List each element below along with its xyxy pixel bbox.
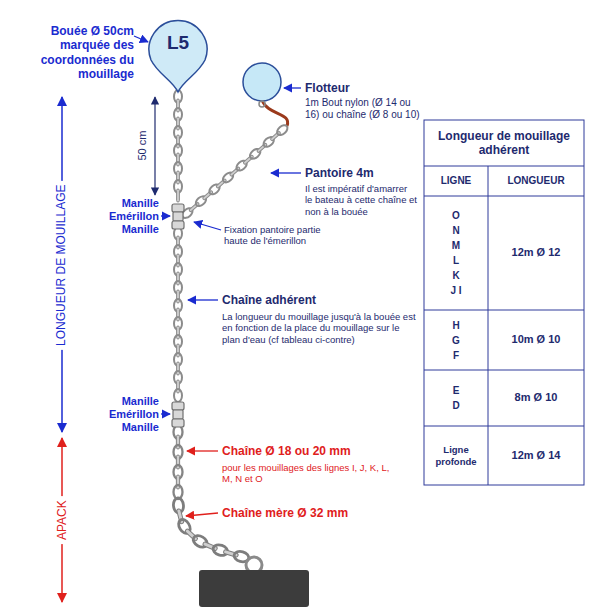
chain-callout: Chaîne adhérent xyxy=(222,293,316,307)
float-callout: Flotteur xyxy=(305,81,350,95)
table-cell: E D xyxy=(449,383,463,413)
pendant-note: Il est impératif d'amarrer le bateau à c… xyxy=(305,183,417,217)
chain-link xyxy=(177,135,180,148)
apack-label: APACK xyxy=(55,496,69,544)
chain-link xyxy=(189,202,200,212)
chain-link xyxy=(177,272,180,285)
table-cell: 12m Ø 12 xyxy=(510,246,562,259)
chain-link xyxy=(177,171,180,184)
table-cell: 8m Ø 10 xyxy=(510,391,562,404)
buoy: L5 xyxy=(146,14,210,94)
chain-link xyxy=(176,455,179,469)
buoy-label: L5 xyxy=(146,14,210,54)
float xyxy=(243,63,281,101)
pendant-callout: Pantoire 4m xyxy=(305,166,374,180)
chain-link xyxy=(275,123,289,137)
fixing-note: Fixation pantoire partie haute de l'émer… xyxy=(224,224,334,247)
chain-link xyxy=(177,99,180,112)
float-rope xyxy=(262,100,288,126)
buoy-callout: Bouée Ø 50cm marquée des coordonnées du … xyxy=(30,24,134,82)
chain-link xyxy=(174,389,182,402)
chain-link xyxy=(177,153,180,166)
chain-link xyxy=(177,290,180,303)
chain-link xyxy=(229,167,240,177)
chain-link xyxy=(176,435,179,449)
sinker-block xyxy=(199,570,309,607)
chain-link xyxy=(177,380,180,393)
chain-link xyxy=(176,475,179,489)
dimension-50cm xyxy=(154,97,155,195)
length-label: LONGUEUR DE MOUILLAGE xyxy=(55,180,69,349)
chain-link xyxy=(177,236,180,249)
chain-note: La longueur du mouillage jusqu'à la boué… xyxy=(222,311,418,345)
shackle-callout: Manille Emérillon Manille xyxy=(90,197,159,237)
table-header: LIGNE xyxy=(426,175,486,187)
chain-callout: Chaîne Ø 18 ou 20 mm xyxy=(222,444,351,458)
chain-link xyxy=(177,308,180,321)
float-ring xyxy=(259,101,265,107)
table-header: Longueur de mouillage adhérent xyxy=(428,129,580,158)
chain-link xyxy=(177,254,180,267)
buoy-outline xyxy=(146,14,210,94)
table-cell: 12m Ø 14 xyxy=(510,449,562,462)
shackle-callout: Manille Emérillon Manille xyxy=(90,395,159,435)
chain-link xyxy=(177,344,180,357)
shackle-swivel xyxy=(172,204,184,427)
chain-link xyxy=(202,190,213,200)
table-cell: O N M L K J I xyxy=(449,208,463,298)
chain-link xyxy=(177,362,180,375)
table-cell: 10m Ø 10 xyxy=(510,333,562,346)
float-note: 1m Bout nylon (Ø 14 ou 16) ou chaîne (Ø … xyxy=(305,97,421,121)
table-header: LONGUEUR xyxy=(490,175,582,187)
table-cell: H G F xyxy=(449,318,463,363)
chain-link xyxy=(177,117,180,130)
chain-note: pour les mouillages des lignes I, J, K, … xyxy=(222,462,392,485)
chain-link xyxy=(177,326,180,339)
table-cell: Ligne profonde xyxy=(428,444,484,467)
chain-link xyxy=(256,143,267,153)
chain-link xyxy=(270,131,281,141)
chain-link xyxy=(243,155,254,165)
dimension-label: 50 cm xyxy=(136,127,149,165)
mother-chain-callout: Chaîne mère Ø 32 mm xyxy=(222,506,348,520)
table-grid xyxy=(424,120,584,485)
chain-link xyxy=(177,189,180,202)
chain-link xyxy=(216,178,227,188)
